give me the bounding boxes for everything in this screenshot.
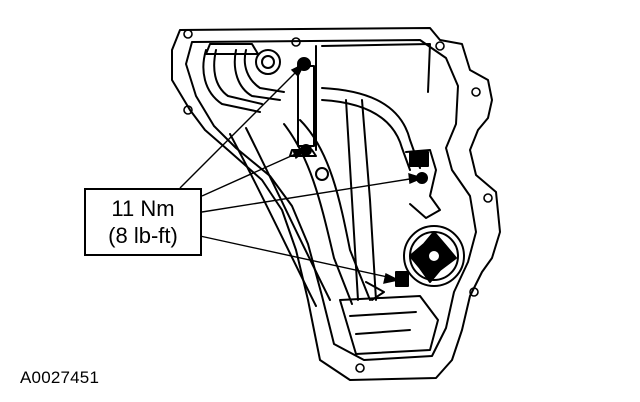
pipes [229,87,421,307]
mid-bracket [405,149,441,219]
leader-lines [179,62,425,284]
perimeter-bolts [183,29,493,373]
torque-callout: 11 Nm (8 lb-ft) [84,188,202,256]
housing-inner-outline [185,39,477,361]
oil-tubes [202,43,285,113]
torque-imperial-label: (8 lb-ft) [108,223,178,248]
housing-outline [171,27,501,381]
sump [339,271,439,355]
figure-id: A0027451 [20,368,100,387]
torque-metric-label: 11 Nm [111,196,175,221]
oil-pump-rotor [403,225,465,287]
